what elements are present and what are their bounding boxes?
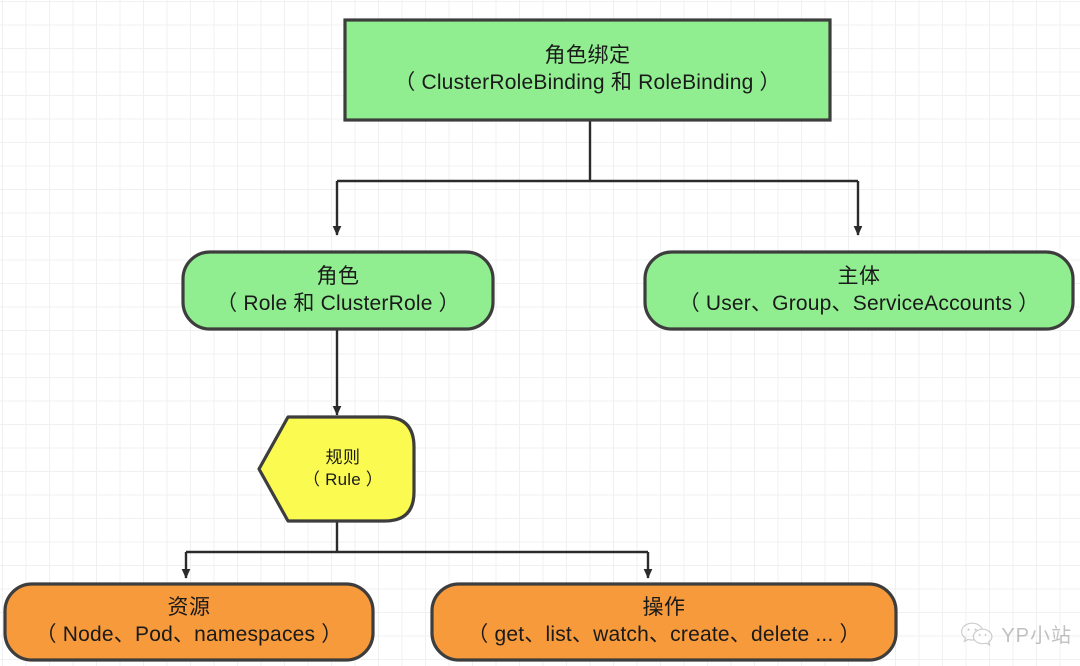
watermark-text: YP小站 bbox=[1001, 625, 1072, 647]
node-role-shape[interactable] bbox=[181, 250, 495, 331]
wechat-icon bbox=[961, 622, 993, 646]
node-rule-shape[interactable] bbox=[257, 415, 416, 523]
watermark: YP小站 bbox=[960, 619, 1072, 648]
node-verb-shape[interactable] bbox=[430, 582, 898, 662]
node-role-binding-shape[interactable] bbox=[343, 18, 832, 122]
node-subject-shape[interactable] bbox=[643, 250, 1075, 331]
edge-rolebinding-to-children bbox=[332, 121, 863, 236]
edge-rule-to-children bbox=[181, 521, 653, 579]
node-resource-shape[interactable] bbox=[3, 582, 375, 662]
